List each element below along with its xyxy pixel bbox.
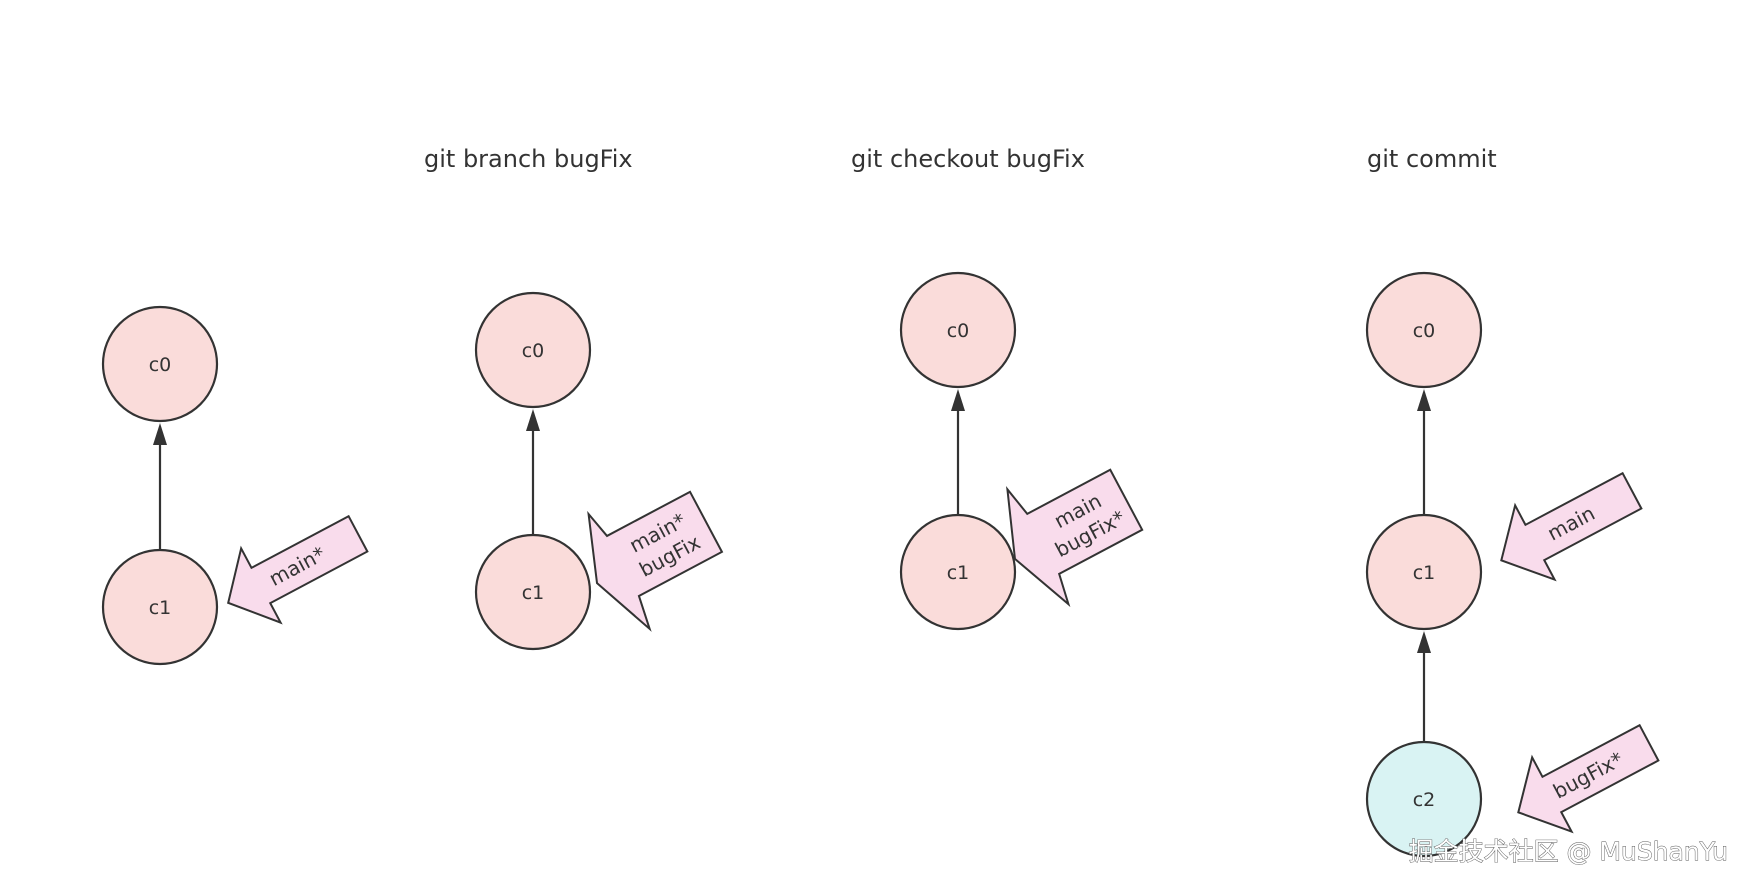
step-4-commit-c1: [1365, 513, 1483, 631]
step-2-commit-c1-label: c1: [522, 582, 545, 604]
step-3-commit-c1-label: c1: [947, 562, 970, 584]
step-4-title: git commit: [1367, 145, 1497, 173]
step-3-commit-c0-label: c0: [947, 320, 970, 342]
step-1-pointer-arrow-shape: [227, 514, 369, 625]
step-1-graph: c0 c1 main*: [101, 305, 369, 666]
step-3-commit-c1: [899, 513, 1017, 631]
step-2-commit-c0-label: c0: [522, 340, 545, 362]
step-4-parent-arrowhead-c1-c0: [1417, 389, 1431, 411]
step-3-parent-arrowhead: [951, 389, 965, 411]
step-4-pointer-bugfix-arrow-shape: [1517, 723, 1660, 834]
step-1-commit-c1-label: c1: [149, 597, 172, 619]
step-2-branch-pointer-main-bugfix: main* bugFix: [587, 490, 724, 632]
step-2-graph: c0 c1 main* bugFix: [474, 291, 724, 651]
step-4-branch-pointer-main: main: [1500, 471, 1643, 582]
step-3-commit-c0: [899, 271, 1017, 389]
step-1-commit-c0-label: c0: [149, 354, 172, 376]
step-4-pointer-main-arrow-shape: [1500, 471, 1643, 582]
step-1-branch-pointer-main: main*: [227, 514, 369, 625]
step-3-title: git checkout bugFix: [851, 145, 1085, 173]
step-1-commit-c1: [101, 548, 219, 666]
step-3-pointer-arrow-shape: [1006, 468, 1144, 608]
step-2-commit-c1: [474, 533, 592, 651]
step-4-commit-c0-label: c0: [1413, 320, 1436, 342]
step-2-pointer-arrow-shape: [587, 490, 724, 632]
step-1-parent-arrowhead: [153, 423, 167, 445]
step-4-branch-pointer-bugfix: bugFix*: [1517, 723, 1660, 834]
step-2-title: git branch bugFix: [424, 145, 633, 173]
step-4-commit-c2: [1365, 740, 1483, 858]
step-4-graph: c0 c1 c2 main bugFix*: [1365, 271, 1660, 858]
step-2-commit-c0: [474, 291, 592, 409]
watermark: 掘金技术社区 @ MuShanYu: [1409, 837, 1728, 866]
step-4-commit-c0: [1365, 271, 1483, 389]
step-3-branch-pointer-main-bugfix: main bugFix*: [1006, 468, 1144, 608]
step-4-parent-arrowhead-c2-c1: [1417, 631, 1431, 653]
step-4-commit-c1-label: c1: [1413, 562, 1436, 584]
step-2-parent-arrowhead: [526, 409, 540, 431]
step-1-commit-c0: [101, 305, 219, 423]
step-3-graph: c0 c1 main bugFix*: [899, 271, 1144, 631]
step-4-commit-c2-label: c2: [1413, 789, 1436, 811]
